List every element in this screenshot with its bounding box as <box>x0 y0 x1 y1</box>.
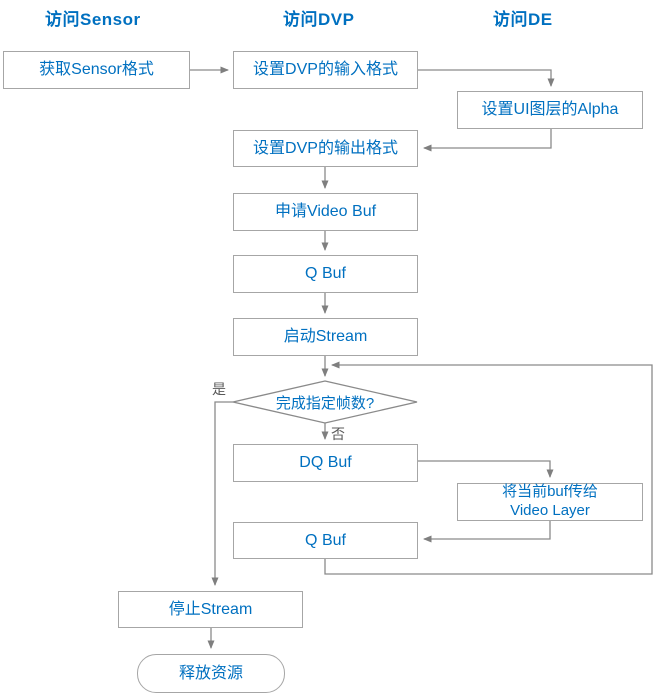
node-set-dvp-input-format: 设置DVP的输入格式 <box>233 51 418 89</box>
node-set-dvp-output-format: 设置DVP的输出格式 <box>233 130 418 167</box>
branch-label-yes: 是 <box>212 381 226 397</box>
node-q-buf-1: Q Buf <box>233 255 418 293</box>
decision-diamond-shape <box>232 380 418 424</box>
node-get-sensor-format: 获取Sensor格式 <box>3 51 190 89</box>
edge-qbuf2-loopback <box>324 361 653 575</box>
column-header-dvp: 访问DVP <box>283 10 355 29</box>
column-header-sensor: 访问Sensor <box>45 10 141 29</box>
pass-buf-line2: Video Layer <box>510 502 590 519</box>
node-request-video-buf: 申请Video Buf <box>233 193 418 231</box>
edge-decision-yes-to-stopstream <box>211 401 233 586</box>
node-release-resources: 释放资源 <box>137 654 285 693</box>
edge-dvpin-to-alpha <box>418 69 555 87</box>
edge-passbuf-to-qbuf2 <box>423 519 551 543</box>
column-header-de: 访问DE <box>493 10 553 29</box>
node-start-stream: 启动Stream <box>233 318 418 356</box>
branch-label-no: 否 <box>331 426 345 442</box>
edge-alpha-to-dvpout <box>423 129 552 152</box>
node-q-buf-2: Q Buf <box>233 522 418 559</box>
edge-dqbuf-to-passbuf <box>418 460 554 478</box>
pass-buf-line1: 将当前buf传给 <box>502 483 598 501</box>
node-decision-frames-done: 完成指定帧数? <box>275 394 375 412</box>
node-set-ui-layer-alpha: 设置UI图层的Alpha <box>457 91 643 129</box>
node-stop-stream: 停止Stream <box>118 591 303 628</box>
node-dq-buf: DQ Buf <box>233 444 418 482</box>
node-pass-buf-to-video-layer: 将当前buf传给 Video Layer <box>457 483 643 521</box>
